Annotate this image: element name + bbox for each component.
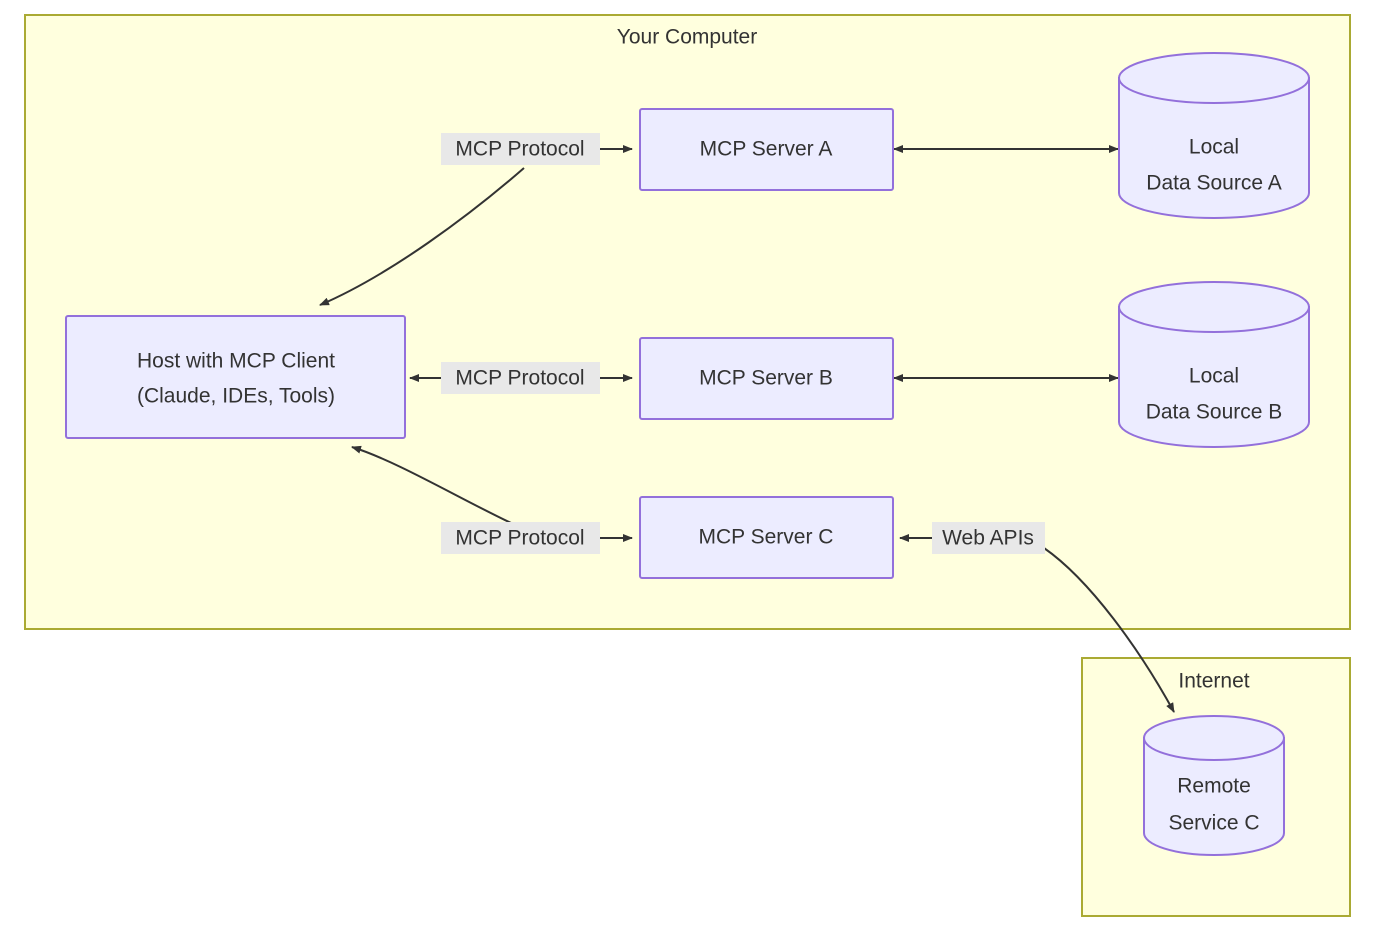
edge-host-server-c-curve [351, 445, 527, 531]
node-data-source-b-label-line2: Data Source B [1146, 401, 1283, 424]
node-server-c[interactable]: MCP Server C [639, 496, 894, 579]
edge-label-web-apis-text: Web APIs [942, 527, 1034, 550]
edge-label-web-apis-bg [932, 522, 1045, 554]
subgraph-internet: Internet [1081, 657, 1351, 917]
node-server-a-rect[interactable] [639, 108, 894, 191]
node-data-source-a-label-line1: Local [1189, 136, 1239, 159]
node-data-source-b[interactable]: Local Data Source B [1118, 281, 1310, 448]
node-remote-service-c-body[interactable] [1143, 737, 1285, 856]
node-server-b-label: MCP Server B [699, 367, 833, 390]
node-remote-service-c-label-line1: Remote [1177, 775, 1251, 798]
edge-label-host-server-b: MCP Protocol [441, 362, 600, 394]
node-host-label-line1: Host with MCP Client [137, 350, 335, 373]
subgraph-internet-rect [1081, 657, 1351, 917]
node-data-source-b-label-line1: Local [1189, 365, 1239, 388]
node-data-source-a[interactable]: Local Data Source A [1118, 52, 1310, 219]
node-data-source-b-body[interactable] [1118, 306, 1310, 448]
edge-server-c-remote-service-c-curve [1043, 547, 1175, 713]
edge-label-host-server-a-bg [441, 133, 600, 165]
edge-label-host-server-a-text: MCP Protocol [455, 138, 584, 161]
node-host[interactable]: Host with MCP Client (Claude, IDEs, Tool… [65, 315, 406, 439]
node-remote-service-c-top [1143, 715, 1285, 761]
edge-host-server-c [351, 445, 633, 542]
node-host-label-line2: (Claude, IDEs, Tools) [137, 385, 335, 408]
edge-label-host-server-a: MCP Protocol [441, 133, 600, 165]
node-data-source-a-body[interactable] [1118, 77, 1310, 219]
edge-label-host-server-c: MCP Protocol [441, 522, 600, 554]
edge-label-host-server-c-bg [441, 522, 600, 554]
node-data-source-b-top [1118, 281, 1310, 333]
node-server-c-rect[interactable] [639, 496, 894, 579]
edge-label-server-c-remote-service-c: Web APIs [932, 522, 1045, 554]
node-server-c-label: MCP Server C [699, 526, 834, 549]
edge-label-host-server-c-text: MCP Protocol [455, 527, 584, 550]
node-data-source-a-top [1118, 52, 1310, 104]
node-server-a[interactable]: MCP Server A [639, 108, 894, 191]
subgraph-internet-label: Internet [1178, 670, 1249, 693]
subgraph-your-computer-label: Your Computer [617, 26, 757, 49]
edge-server-c-remote-service-c [899, 534, 1175, 713]
node-server-b-rect[interactable] [639, 337, 894, 420]
edge-host-server-a [319, 145, 633, 306]
edge-host-server-a-curve [319, 167, 525, 306]
node-remote-service-c-label-line2: Service C [1168, 812, 1259, 835]
edge-label-host-server-b-text: MCP Protocol [455, 367, 584, 390]
node-server-a-label: MCP Server A [700, 138, 833, 161]
node-remote-service-c[interactable]: Remote Service C [1143, 715, 1285, 856]
edge-label-host-server-b-bg [441, 362, 600, 394]
node-host-rect[interactable] [65, 315, 406, 439]
node-server-b[interactable]: MCP Server B [639, 337, 894, 420]
node-data-source-a-label-line2: Data Source A [1146, 172, 1281, 195]
